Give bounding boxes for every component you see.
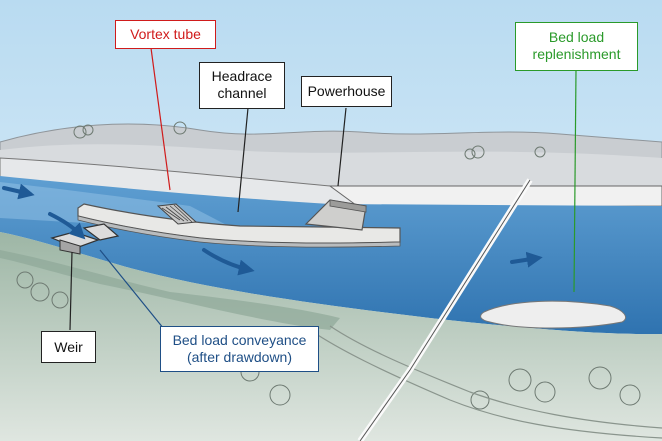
label-conveyance-line2: (after drawdown)	[186, 349, 293, 365]
leader-headrace	[237, 107, 249, 213]
flow-arrow-bypass	[202, 248, 255, 276]
near-bank	[0, 232, 662, 441]
label-conveyance-line1: Bed load conveyance	[172, 332, 307, 348]
label-weir-text: Weir	[54, 339, 83, 355]
flow-arrows	[2, 183, 543, 276]
leader-lines	[69, 47, 577, 335]
label-weir: Weir	[41, 331, 96, 363]
label-headrace-channel: Headrace channel	[199, 62, 285, 109]
flow-arrow-inflow	[2, 183, 35, 200]
label-headrace-line1: Headrace	[211, 68, 273, 84]
leader-powerhouse	[337, 107, 347, 187]
label-vortex-tube: Vortex tube	[115, 20, 216, 49]
vortex-tube-structure	[156, 203, 198, 225]
label-vortex-tube-text: Vortex tube	[130, 26, 201, 42]
road-edge	[309, 329, 662, 439]
label-powerhouse: Powerhouse	[301, 76, 392, 107]
leader-bed-load-replenishment	[573, 69, 577, 293]
bed-load-deposit	[480, 300, 626, 329]
label-bed-load-conveyance: Bed load conveyance (after drawdown)	[160, 326, 319, 372]
leader-weir	[69, 251, 73, 331]
label-replenishment-line2: replenishment	[532, 46, 621, 62]
weir-structure	[50, 223, 120, 255]
label-bed-load-replenishment: Bed load replenishment	[515, 22, 638, 71]
label-powerhouse-text: Powerhouse	[307, 83, 386, 99]
leader-vortex-tube	[150, 47, 171, 191]
leader-bed-load-conveyance	[99, 249, 169, 335]
flow-arrow-to-weir	[48, 212, 86, 240]
powerhouse-structure	[304, 199, 367, 231]
bank-slope	[0, 250, 340, 330]
headrace-wall-shadow	[77, 215, 401, 248]
label-headrace-line2: channel	[217, 85, 267, 101]
road-edge-2	[329, 325, 662, 429]
label-replenishment-line1: Bed load	[548, 29, 605, 45]
bridge-edge	[359, 179, 531, 441]
flow-arrow-downstream	[510, 251, 543, 268]
far-bank-wall	[328, 185, 662, 209]
